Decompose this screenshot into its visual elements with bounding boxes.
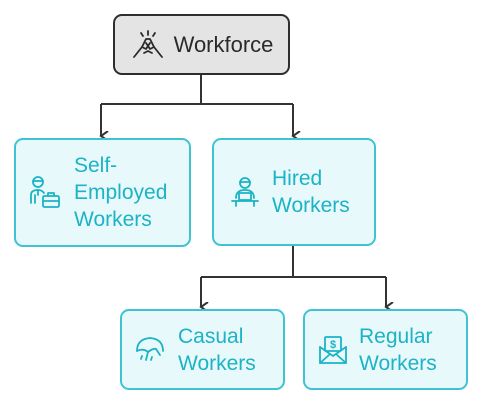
root-connector bbox=[101, 75, 293, 136]
node-casual-workers: Casual Workers bbox=[120, 309, 285, 390]
casual-label: Casual Workers bbox=[178, 324, 256, 375]
self-employed-label: Self- Employed Workers bbox=[74, 154, 168, 231]
node-workforce: Workforce bbox=[113, 14, 290, 75]
casual-umbrella-icon bbox=[136, 336, 164, 361]
node-self-employed-workers: Self- Employed Workers bbox=[14, 138, 191, 247]
hired-connector bbox=[201, 246, 386, 307]
workforce-hands-icon bbox=[132, 29, 163, 58]
hired-label: Hired Workers bbox=[272, 167, 350, 217]
root-label: Workforce bbox=[173, 31, 274, 57]
self-employed-worker-icon bbox=[30, 175, 60, 208]
svg-text:$: $ bbox=[330, 339, 336, 351]
regular-label: Regular Workers bbox=[359, 324, 437, 375]
node-hired-workers: Hired Workers bbox=[212, 138, 376, 246]
node-regular-workers: $ Regular Workers bbox=[303, 309, 468, 390]
hired-worker-desk-icon bbox=[231, 177, 259, 207]
regular-pay-envelope-icon: $ bbox=[319, 335, 347, 364]
